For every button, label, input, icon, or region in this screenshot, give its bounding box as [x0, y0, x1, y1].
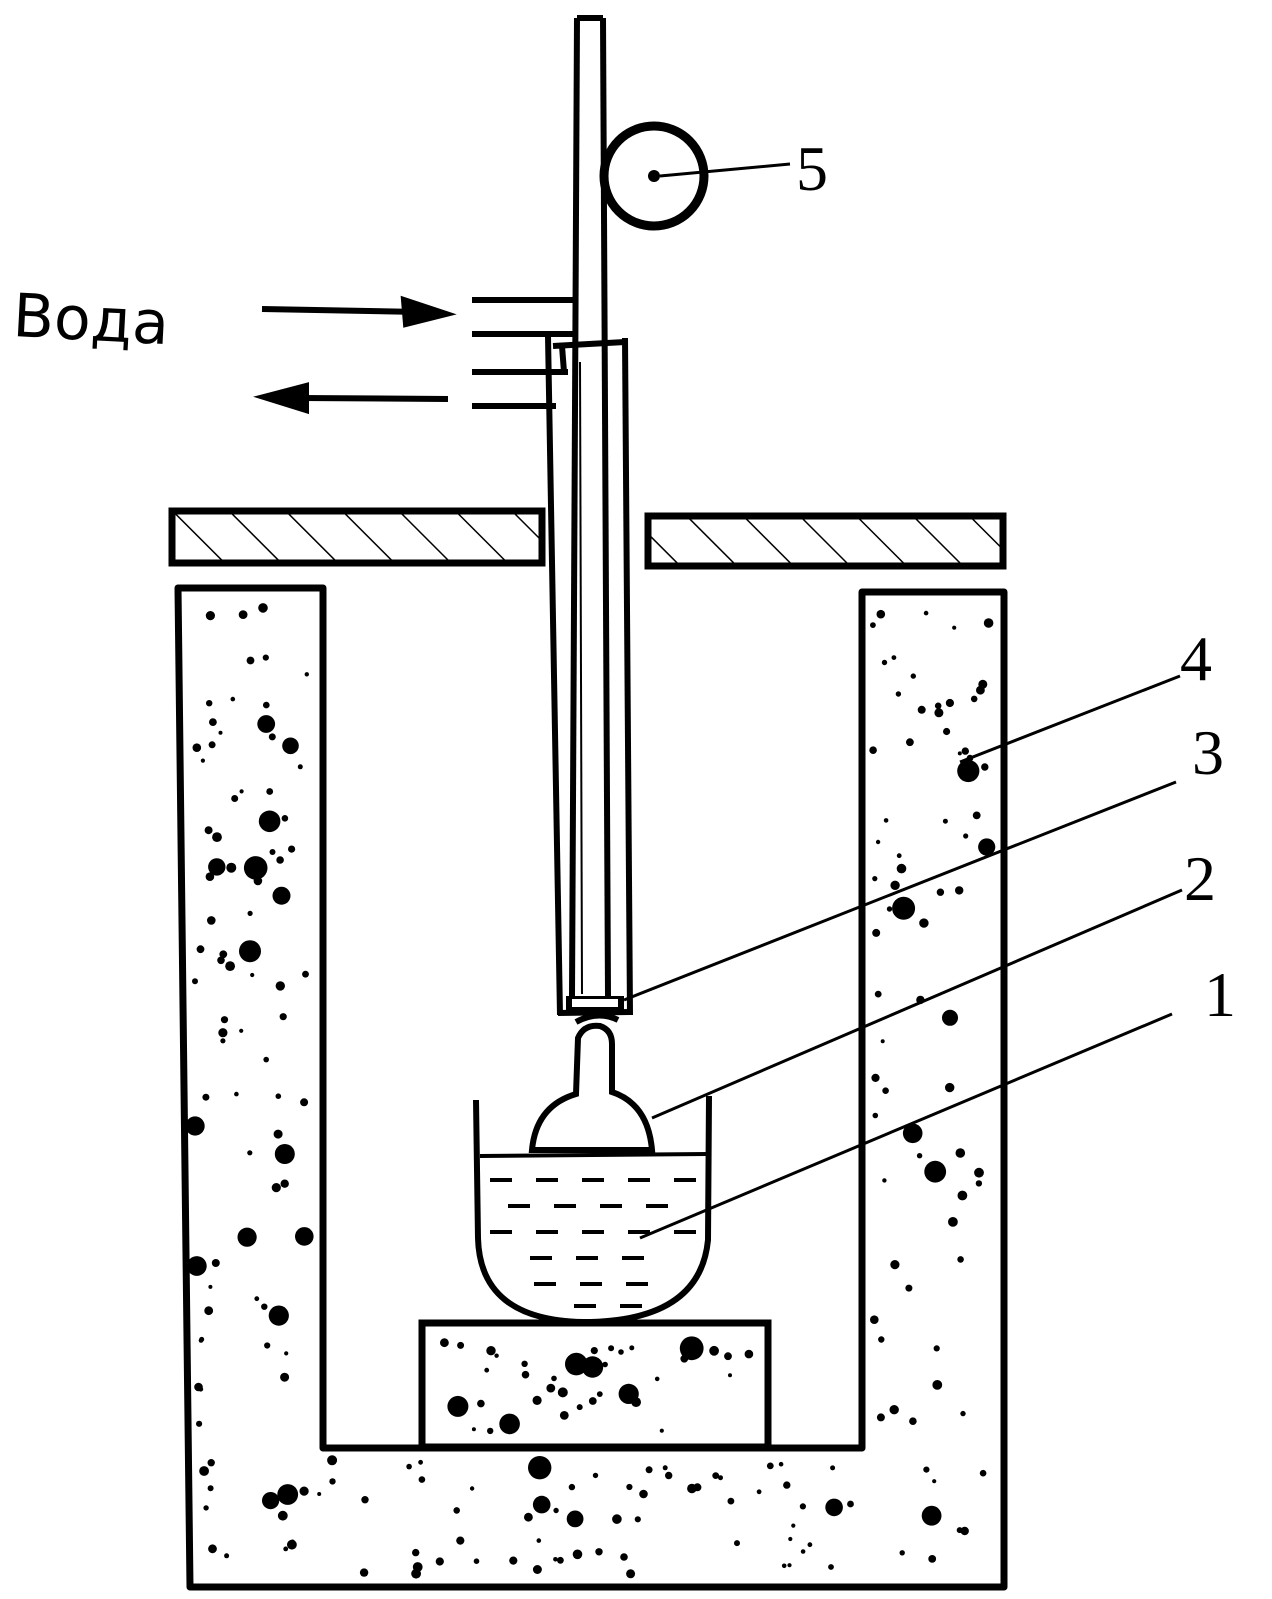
callout-leaders	[623, 162, 1183, 1240]
callout-1: 1	[1204, 959, 1236, 1030]
insulation-dots	[185, 603, 996, 1579]
growing-crystal	[528, 1022, 656, 1153]
water-label: Вода	[11, 281, 171, 359]
melt-dashes	[490, 1178, 696, 1308]
water-inlet-arrow	[261, 295, 457, 328]
melt-surface	[479, 1152, 708, 1158]
crucible	[473, 1095, 712, 1326]
callout-4: 4	[1180, 623, 1212, 694]
cooling-jacket	[545, 335, 633, 1016]
roller-axle	[648, 170, 660, 182]
callout-5: 5	[796, 133, 828, 204]
lid-plate-left	[168, 507, 546, 567]
furnace-insulation	[174, 584, 1008, 1591]
callout-3: 3	[1192, 717, 1224, 788]
lid-plate-right	[644, 512, 1007, 570]
water-outlet-arrow	[253, 382, 449, 415]
callout-2: 2	[1184, 843, 1216, 914]
pedestal-dots	[440, 1336, 754, 1435]
water-pipes	[472, 297, 578, 409]
